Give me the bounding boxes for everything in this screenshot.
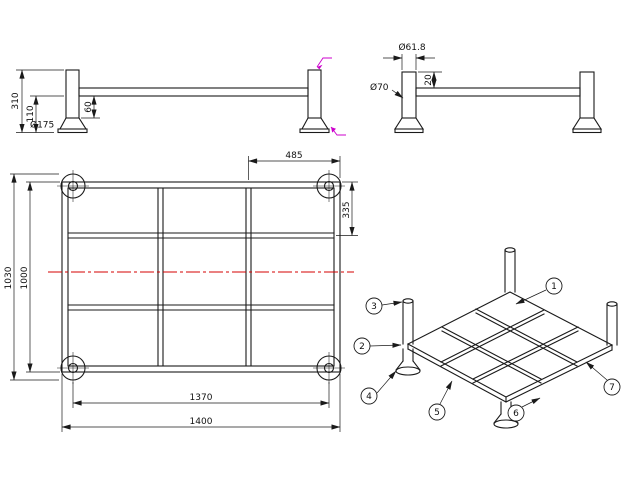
weld-mark-top <box>316 57 332 70</box>
dim-frame-depth-label: 1000 <box>20 266 30 289</box>
plan-foot-top-left <box>57 170 89 202</box>
dim-bay-width-label: 485 <box>285 151 302 161</box>
balloon-4: 4 <box>360 370 397 405</box>
balloon-6-label: 6 <box>513 409 519 419</box>
dim-foot-height: 110 <box>26 95 64 133</box>
plan-view: 485 335 1000 1030 1370 <box>4 151 358 432</box>
side-elevation-view: Ø61.8 20 Ø70 <box>370 42 603 134</box>
plan-frame <box>61 181 341 373</box>
side-left-post <box>393 71 425 134</box>
iso-foot-left <box>395 348 421 376</box>
dim-overall-height-label: 310 <box>11 92 21 109</box>
dim-foot-height-label: 110 <box>26 105 36 122</box>
plan-foot-bottom-left <box>57 352 89 384</box>
dim-base-diameter: Ø175 <box>30 120 54 131</box>
dim-cap-height: 20 <box>418 71 442 89</box>
dim-rail-offset-label: 60 <box>84 101 94 113</box>
plan-foot-bottom-right <box>313 352 345 384</box>
balloon-3-label: 3 <box>371 302 377 312</box>
balloon-1-label: 1 <box>551 282 557 292</box>
dim-foot-span: 1370 <box>72 382 330 408</box>
isometric-view: 1 2 3 4 5 6 7 <box>353 247 621 429</box>
dim-overall-depth: 1030 <box>4 173 59 381</box>
balloon-5-label: 5 <box>434 408 440 418</box>
dim-post-diameter-label: Ø70 <box>370 82 389 93</box>
front-rail <box>78 87 309 97</box>
balloon-7-label: 7 <box>609 383 615 393</box>
iso-post-right <box>606 301 618 346</box>
balloon-1: 1 <box>515 277 563 305</box>
iso-frame <box>406 291 614 403</box>
dim-overall-height: 310 <box>11 69 64 133</box>
dim-bay-depth-label: 335 <box>342 201 352 218</box>
dim-foot-span-label: 1370 <box>190 393 213 403</box>
plan-cross-members <box>67 187 335 367</box>
side-right-post <box>571 71 603 134</box>
balloon-2-label: 2 <box>359 342 365 352</box>
dim-post-diameter: Ø70 <box>370 82 404 99</box>
dim-frame-width-label: 1400 <box>190 417 213 427</box>
iso-post-left <box>402 298 414 345</box>
front-right-post <box>299 69 330 134</box>
dim-base-diameter-label: Ø175 <box>30 120 54 131</box>
front-left-post <box>57 69 88 134</box>
balloon-6: 6 <box>507 397 541 422</box>
iso-cross-members <box>440 308 579 384</box>
balloon-5: 5 <box>428 380 453 421</box>
front-elevation-view: 310 110 60 Ø175 <box>11 57 346 136</box>
dim-bay-depth: 335 <box>336 181 358 236</box>
dim-rail-offset: 60 <box>81 95 100 119</box>
balloon-4-label: 4 <box>366 392 372 402</box>
dim-cap-height-label: 20 <box>424 74 434 86</box>
balloon-2: 2 <box>353 337 402 355</box>
side-rail <box>415 87 581 97</box>
iso-post-far <box>504 247 516 293</box>
dim-overall-depth-label: 1030 <box>4 266 14 289</box>
dim-top-diameter: Ø61.8 <box>383 42 435 70</box>
balloon-3: 3 <box>365 297 403 315</box>
dim-bay-width: 485 <box>248 151 341 180</box>
dim-frame-depth: 1000 <box>20 181 60 373</box>
dim-top-diameter-label: Ø61.8 <box>398 42 425 53</box>
dim-frame-width: 1400 <box>61 374 341 432</box>
balloon-7: 7 <box>585 361 621 396</box>
plan-foot-top-right <box>313 170 345 202</box>
weld-mark-bottom <box>330 126 346 136</box>
